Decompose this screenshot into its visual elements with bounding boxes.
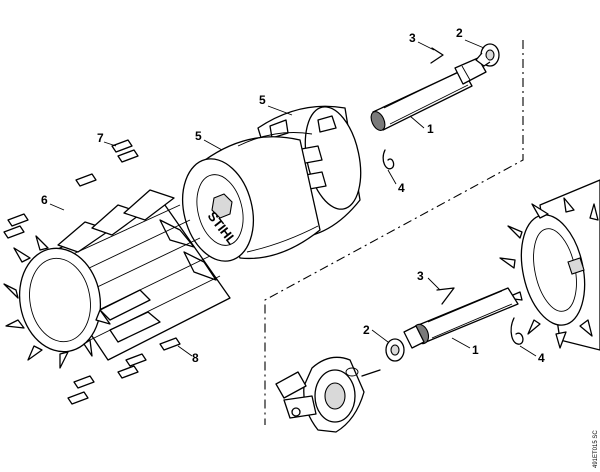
callout-shaft-lower: 1 xyxy=(472,343,479,357)
cap-upper xyxy=(475,43,500,67)
shaft-lower xyxy=(403,287,519,349)
callout-drum-inner: 5 xyxy=(195,129,202,143)
gear-housing xyxy=(275,356,381,433)
callout-cap-lower: 2 xyxy=(363,323,370,337)
reference-code: 491ET015 SC xyxy=(593,430,599,468)
leader-lines xyxy=(49,39,537,357)
callout-clip-upper: 4 xyxy=(398,181,405,195)
callout-blade-upper: 7 xyxy=(97,131,104,145)
callout-drum-outer: 5 xyxy=(259,93,266,107)
callout-tine-wheel: 6 xyxy=(41,193,48,207)
blades-lower xyxy=(67,337,181,405)
callout-pin-lower: 3 xyxy=(417,269,424,283)
callout-pin-upper: 3 xyxy=(409,31,416,45)
cap-lower xyxy=(385,338,405,362)
tine-wheel-lower xyxy=(499,179,600,351)
shaft-upper xyxy=(370,57,487,131)
callout-cap-upper: 2 xyxy=(456,26,463,40)
clip-lower xyxy=(510,317,524,345)
tine-wheel xyxy=(3,189,231,369)
callout-clip-lower: 4 xyxy=(538,351,545,365)
callout-labels: 2 3 1 4 5 5 7 6 8 3 2 1 4 xyxy=(41,26,545,365)
blades-upper xyxy=(3,139,139,239)
pin-upper xyxy=(430,47,444,64)
assembly-boundary-lines xyxy=(264,40,524,425)
drum-assembly: STIHL xyxy=(182,105,362,262)
callout-shaft-upper: 1 xyxy=(427,122,434,136)
pin-lower xyxy=(436,287,455,305)
clip-upper xyxy=(382,149,395,170)
callout-blade-lower: 8 xyxy=(192,351,199,365)
